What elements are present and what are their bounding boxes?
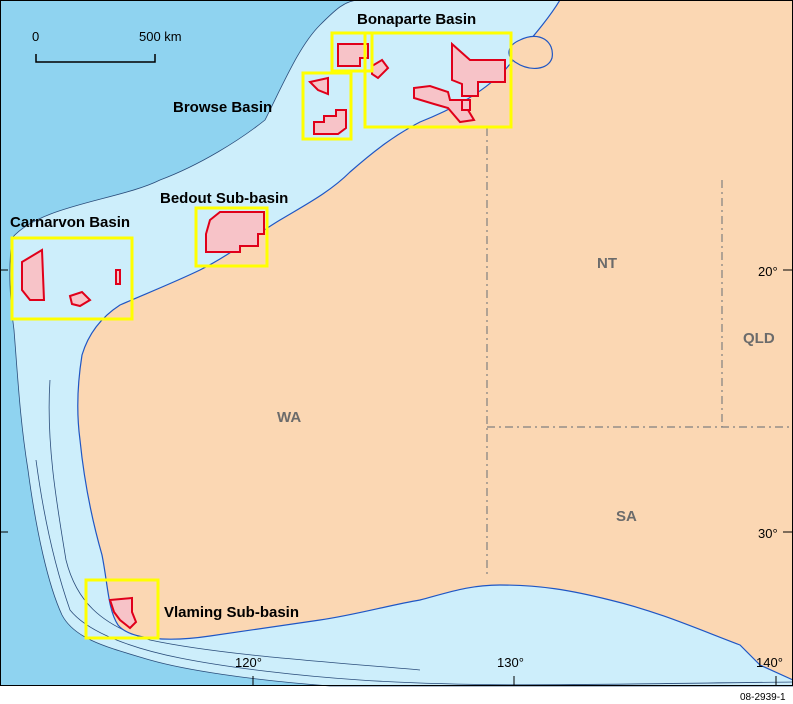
scale-bar-end-label: 500 km <box>139 29 182 44</box>
label-state-wa: WA <box>277 409 301 426</box>
label-lat-20: 20° <box>758 264 778 279</box>
release-area-bonaparte-strip <box>461 99 471 111</box>
scale-bar: 0 500 km <box>32 29 182 63</box>
state-borders <box>486 128 793 578</box>
kimberley-coast <box>508 35 553 69</box>
release-area-bonaparte-east <box>451 41 506 97</box>
release-area-carnarvon-strip <box>115 269 121 285</box>
label-lat-30: 30° <box>758 526 778 541</box>
label-lon-130: 130° <box>497 655 524 670</box>
box-bedout <box>194 206 269 268</box>
release-area-vlaming <box>108 596 138 630</box>
label-browse-basin: Browse Basin <box>173 99 272 116</box>
study-area-boxes <box>10 31 513 640</box>
box-browse <box>301 71 353 141</box>
scale-bar-line <box>35 54 156 63</box>
box-bonaparte-west <box>330 31 374 73</box>
release-area-browse-south <box>313 109 347 135</box>
box-vlaming <box>84 578 160 640</box>
release-area-carnarvon-main <box>21 248 46 301</box>
figure-id: 08-2939-1 <box>740 692 786 703</box>
bathymetry-contour <box>48 379 421 671</box>
bathymetry-contour <box>35 459 793 686</box>
graticule-ticks <box>0 269 793 686</box>
scale-bar-start-label: 0 <box>32 29 39 44</box>
label-bedout-sub-basin: Bedout Sub-basin <box>160 190 288 207</box>
australia-land <box>77 0 793 681</box>
label-state-sa: SA <box>616 508 637 525</box>
box-bonaparte <box>363 31 513 129</box>
label-state-qld: QLD <box>743 330 775 347</box>
release-area-browse-north <box>308 76 329 96</box>
release-areas <box>21 41 506 630</box>
label-bonaparte-basin: Bonaparte Basin <box>357 11 476 28</box>
label-carnarvon-basin: Carnarvon Basin <box>10 214 130 231</box>
label-vlaming-sub-basin: Vlaming Sub-basin <box>164 604 299 621</box>
label-lon-140: 140° <box>756 655 783 670</box>
label-state-nt: NT <box>597 255 617 272</box>
label-lon-120: 120° <box>235 655 262 670</box>
release-area-bonaparte-small <box>371 58 390 80</box>
box-carnarvon <box>10 236 134 321</box>
release-area-bonaparte-south <box>413 84 476 124</box>
release-area-bonaparte-west <box>337 43 369 67</box>
release-area-bedout <box>205 211 265 253</box>
release-area-carnarvon-small <box>68 290 92 308</box>
